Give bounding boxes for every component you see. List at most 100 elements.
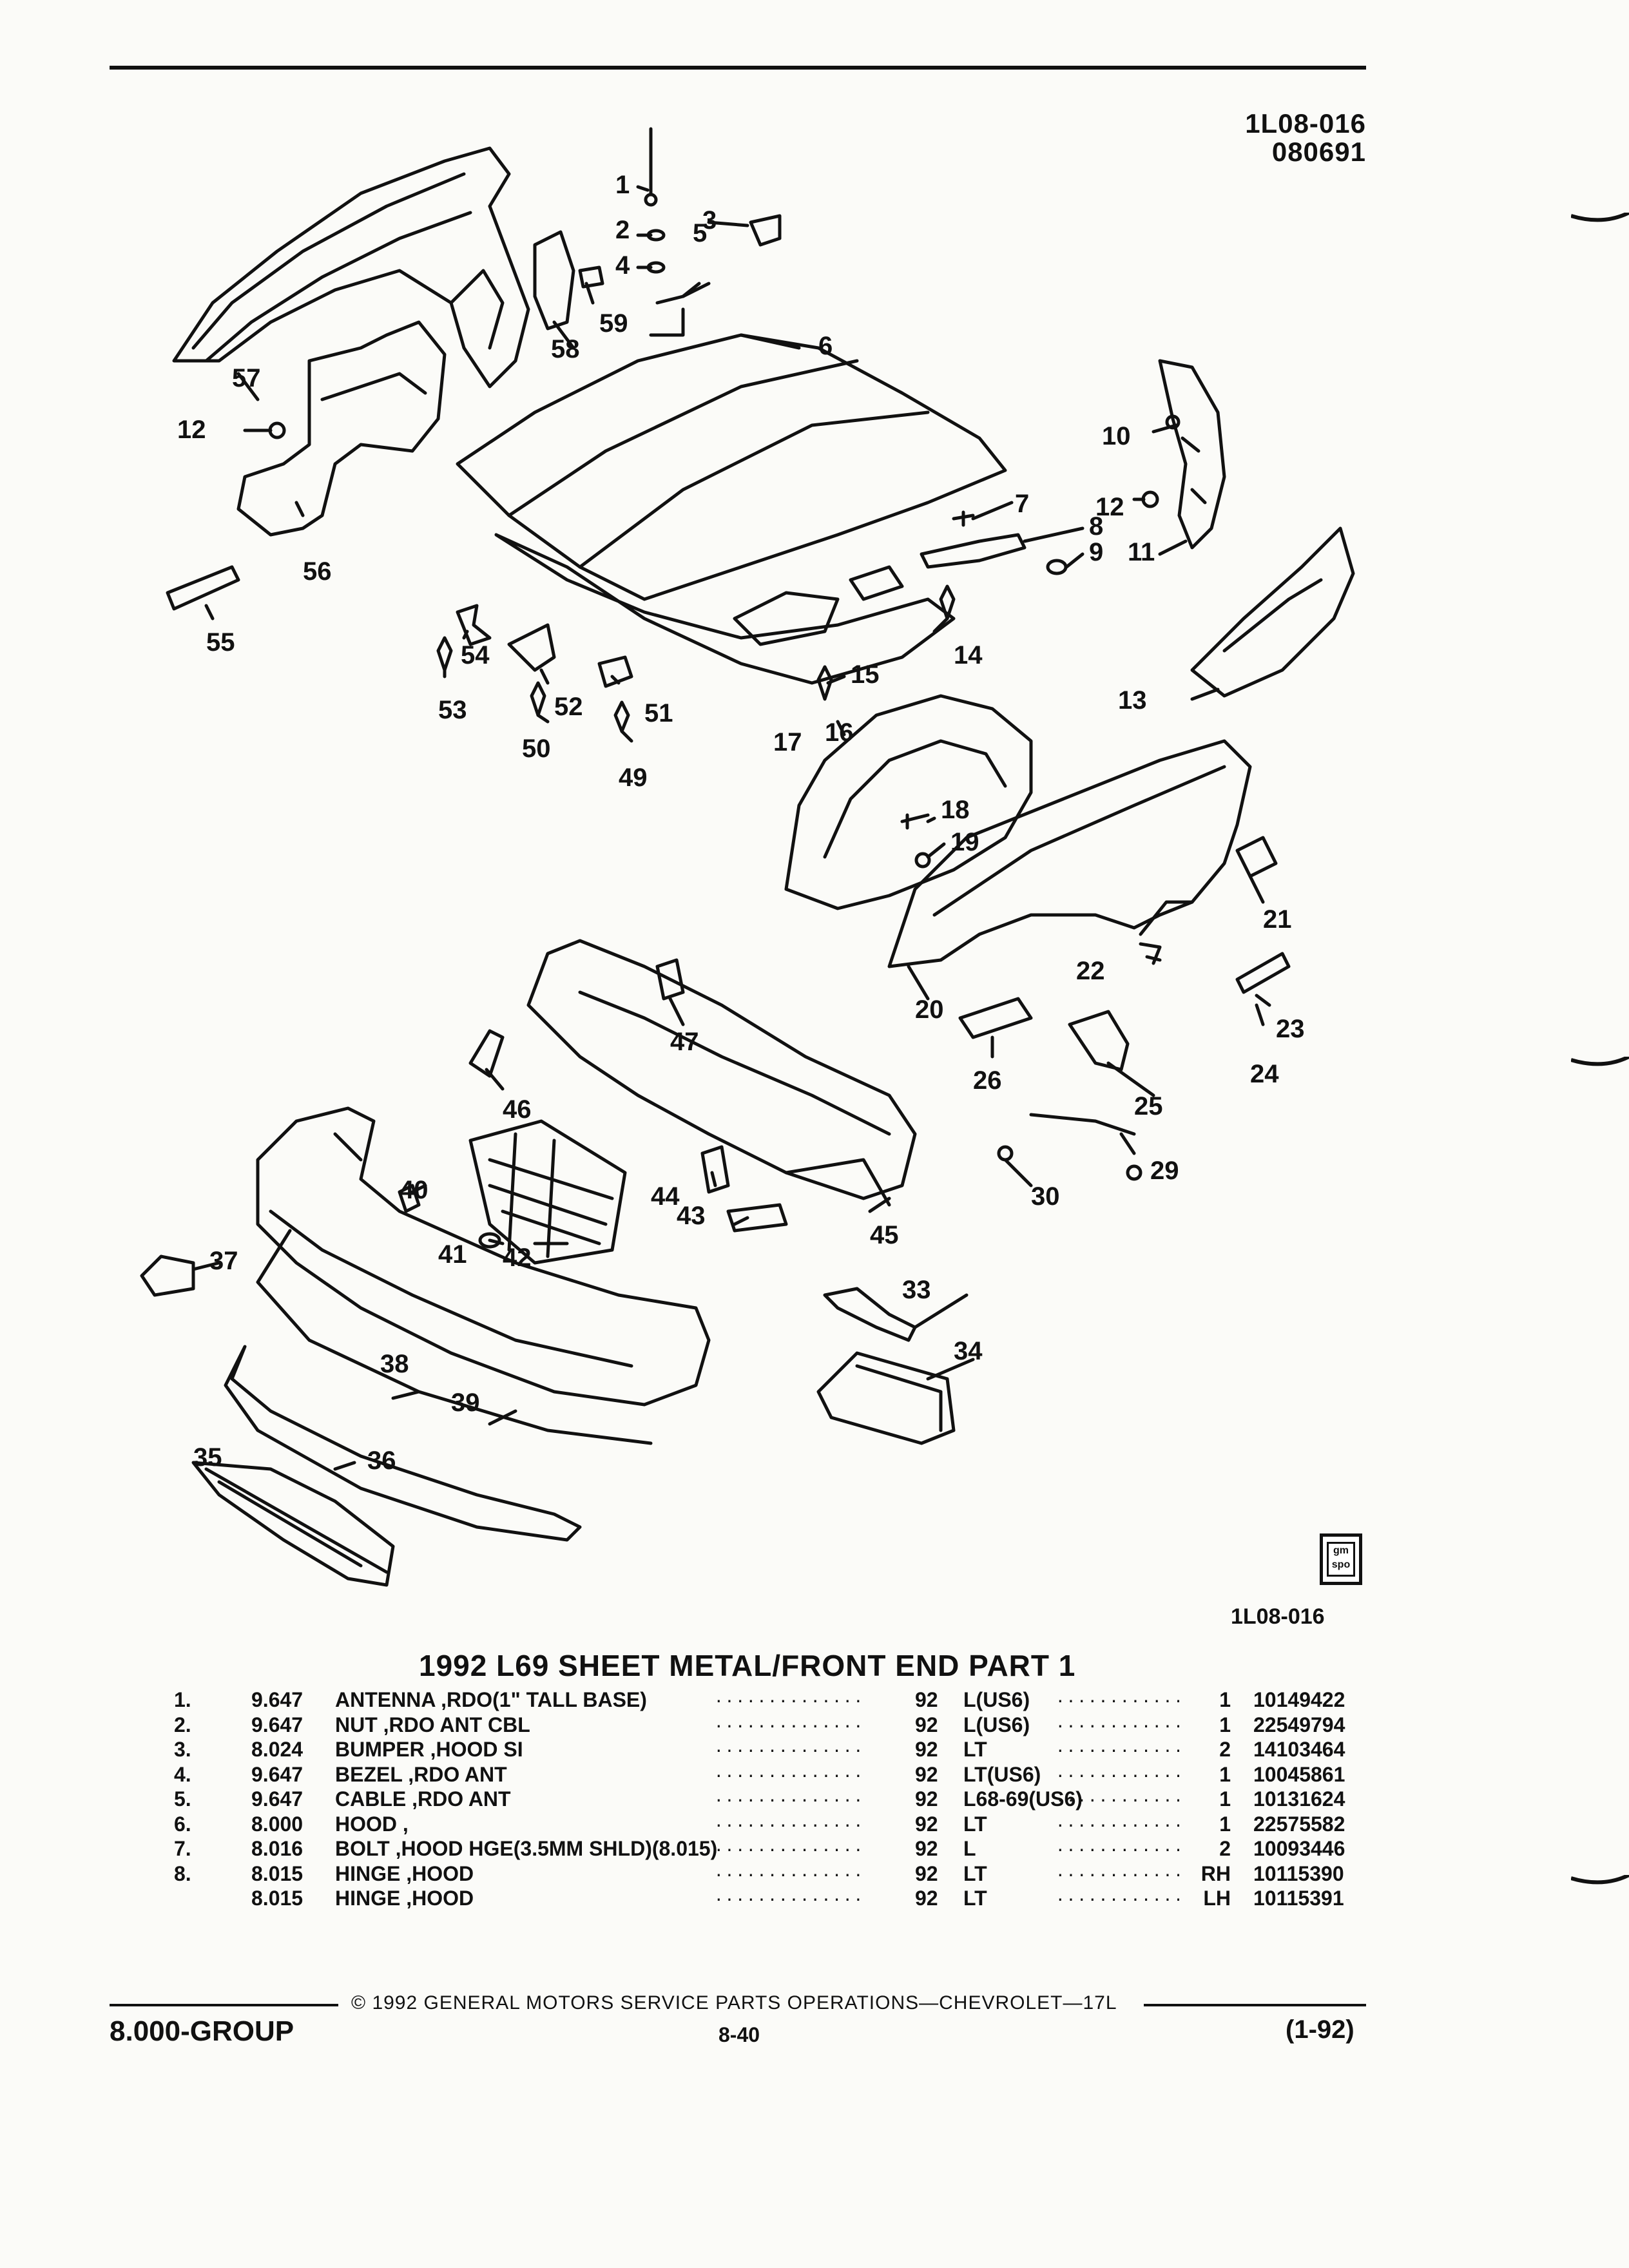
parts-desc: HINGE ,HOOD — [335, 1887, 474, 1910]
leader-dots: ········································ — [715, 1688, 863, 1711]
parts-num: 2. — [174, 1713, 191, 1736]
bracket-part-21 — [1235, 836, 1278, 878]
parts-year: 92 — [915, 1787, 938, 1811]
callout-40: 40 — [400, 1176, 429, 1204]
parts-year: 92 — [915, 1713, 938, 1736]
gm-spo-logo-text: gm spo — [1327, 1542, 1355, 1577]
wheelhouse-part-17 — [784, 694, 1033, 910]
leader-dots: ········································ — [1057, 1887, 1179, 1910]
parts-part: 10093446 — [1253, 1837, 1345, 1860]
callout-10: 10 — [1102, 422, 1131, 450]
callout-38: 38 — [380, 1350, 409, 1378]
front-fender-part-20 — [887, 739, 1252, 968]
callout-6: 6 — [818, 332, 833, 360]
callout-13: 13 — [1118, 686, 1147, 715]
callout-52: 52 — [554, 693, 583, 721]
callout-8: 8 — [1089, 512, 1103, 541]
callout-37: 37 — [209, 1247, 238, 1275]
bracket-part-25 — [1068, 1010, 1130, 1072]
header-rule — [110, 66, 1366, 70]
bracket-part-44 — [700, 1145, 730, 1194]
callout-26: 26 — [973, 1066, 1002, 1095]
parts-qty: 2 — [1219, 1738, 1231, 1761]
retainer-part-16 — [816, 665, 833, 701]
drawing-number: 1L08-016 — [1245, 108, 1366, 139]
diagram-sheet-ref: 1L08-016 — [1231, 1604, 1325, 1629]
parts-desc: BEZEL ,RDO ANT — [335, 1762, 507, 1786]
leader-dots: ········································ — [1057, 1688, 1179, 1711]
bracket-part-52 — [507, 623, 556, 672]
callout-23: 23 — [1276, 1015, 1305, 1043]
fastener-part-41 — [478, 1232, 501, 1249]
lower-grille-part-35 — [191, 1461, 395, 1587]
leader-dots: ········································ — [715, 1812, 863, 1836]
callout-17: 17 — [773, 728, 802, 756]
drawing-id-block: 1L08-016 080691 — [1211, 110, 1366, 166]
parts-qty: RH — [1200, 1861, 1231, 1885]
parts-desc: CABLE ,RDO ANT — [335, 1787, 511, 1811]
parts-desc: BOLT ,HOOD HGE(3.5MM SHLD)(8.015) — [335, 1837, 718, 1860]
parts-group: 9.647 — [251, 1688, 304, 1711]
callout-19: 19 — [950, 828, 979, 856]
callout-34: 34 — [954, 1337, 983, 1365]
callout-4: 4 — [615, 251, 630, 280]
hood-hinge-part-8 — [920, 533, 1027, 569]
parts-group: 9.647 — [251, 1762, 304, 1786]
parts-desc: HINGE ,HOOD — [335, 1861, 474, 1885]
footer-rule-left — [110, 2004, 338, 2006]
clip-part-51 — [597, 655, 633, 688]
callout-21: 21 — [1263, 905, 1292, 934]
section-title: 1992 L69 SHEET METAL/FRONT END PART 1 — [419, 1649, 1076, 1682]
leader-dots: ········································ — [1057, 1812, 1179, 1836]
gm-spo-logo: gm spo — [1320, 1533, 1362, 1585]
page-number: 8-40 — [718, 2023, 760, 2046]
copyright-notice: © 1992 GENERAL MOTORS SERVICE PARTS OPER… — [351, 1992, 1117, 2013]
leader-dots: ········································ — [715, 1762, 863, 1786]
lamp-bracket-part-26 — [958, 997, 1033, 1039]
leader-dots: ········································ — [1057, 1787, 1179, 1811]
bracket-part-58 — [533, 230, 575, 331]
bracket-part-54 — [456, 604, 492, 646]
parts-year: 92 — [915, 1812, 938, 1836]
bolt-part-9 — [1046, 559, 1068, 575]
parts-qty: 1 — [1219, 1812, 1231, 1836]
parts-group: 8.015 — [251, 1887, 304, 1910]
callout-25: 25 — [1134, 1092, 1163, 1120]
parts-year: 92 — [915, 1837, 938, 1860]
leader-dots: ········································ — [715, 1861, 863, 1885]
parts-group: 8.015 — [251, 1861, 304, 1885]
parts-qty: 1 — [1219, 1787, 1231, 1811]
callout-41: 41 — [438, 1240, 467, 1269]
bracket-part-23 — [1235, 952, 1291, 994]
parts-year: 92 — [915, 1762, 938, 1786]
parts-group: 8.016 — [251, 1837, 304, 1860]
leader-dots: ········································ — [715, 1887, 863, 1910]
callout-45: 45 — [870, 1221, 899, 1249]
parts-num: 3. — [174, 1738, 191, 1761]
leader-dots: ········································ — [1057, 1762, 1179, 1786]
bracket-part-47 — [655, 958, 685, 1001]
parts-part: 10115391 — [1253, 1887, 1344, 1910]
retainer-part-14 — [939, 584, 956, 620]
bracket-part-37 — [140, 1254, 195, 1297]
callout-1: 1 — [615, 171, 630, 199]
parts-part: 10131624 — [1253, 1787, 1345, 1811]
parts-year: 92 — [915, 1861, 938, 1885]
callout-2: 2 — [615, 216, 630, 244]
leader-dots: ········································ — [1057, 1738, 1179, 1761]
callout-12: 12 — [177, 416, 206, 444]
bumper-strip-part-38 — [256, 1229, 653, 1445]
bracket-part-46 — [468, 1029, 505, 1078]
antenna-cable-part-5 — [649, 282, 711, 337]
callout-54: 54 — [461, 641, 490, 669]
callout-51: 51 — [644, 699, 673, 727]
callout-22: 22 — [1076, 957, 1105, 985]
parts-usage: L68-69(US6) — [963, 1787, 1083, 1811]
parts-group: 8.024 — [251, 1738, 304, 1761]
parts-part: 14103464 — [1253, 1738, 1345, 1761]
callout-33: 33 — [902, 1276, 931, 1304]
callout-36: 36 — [367, 1446, 396, 1475]
parts-group: 9.647 — [251, 1713, 304, 1736]
